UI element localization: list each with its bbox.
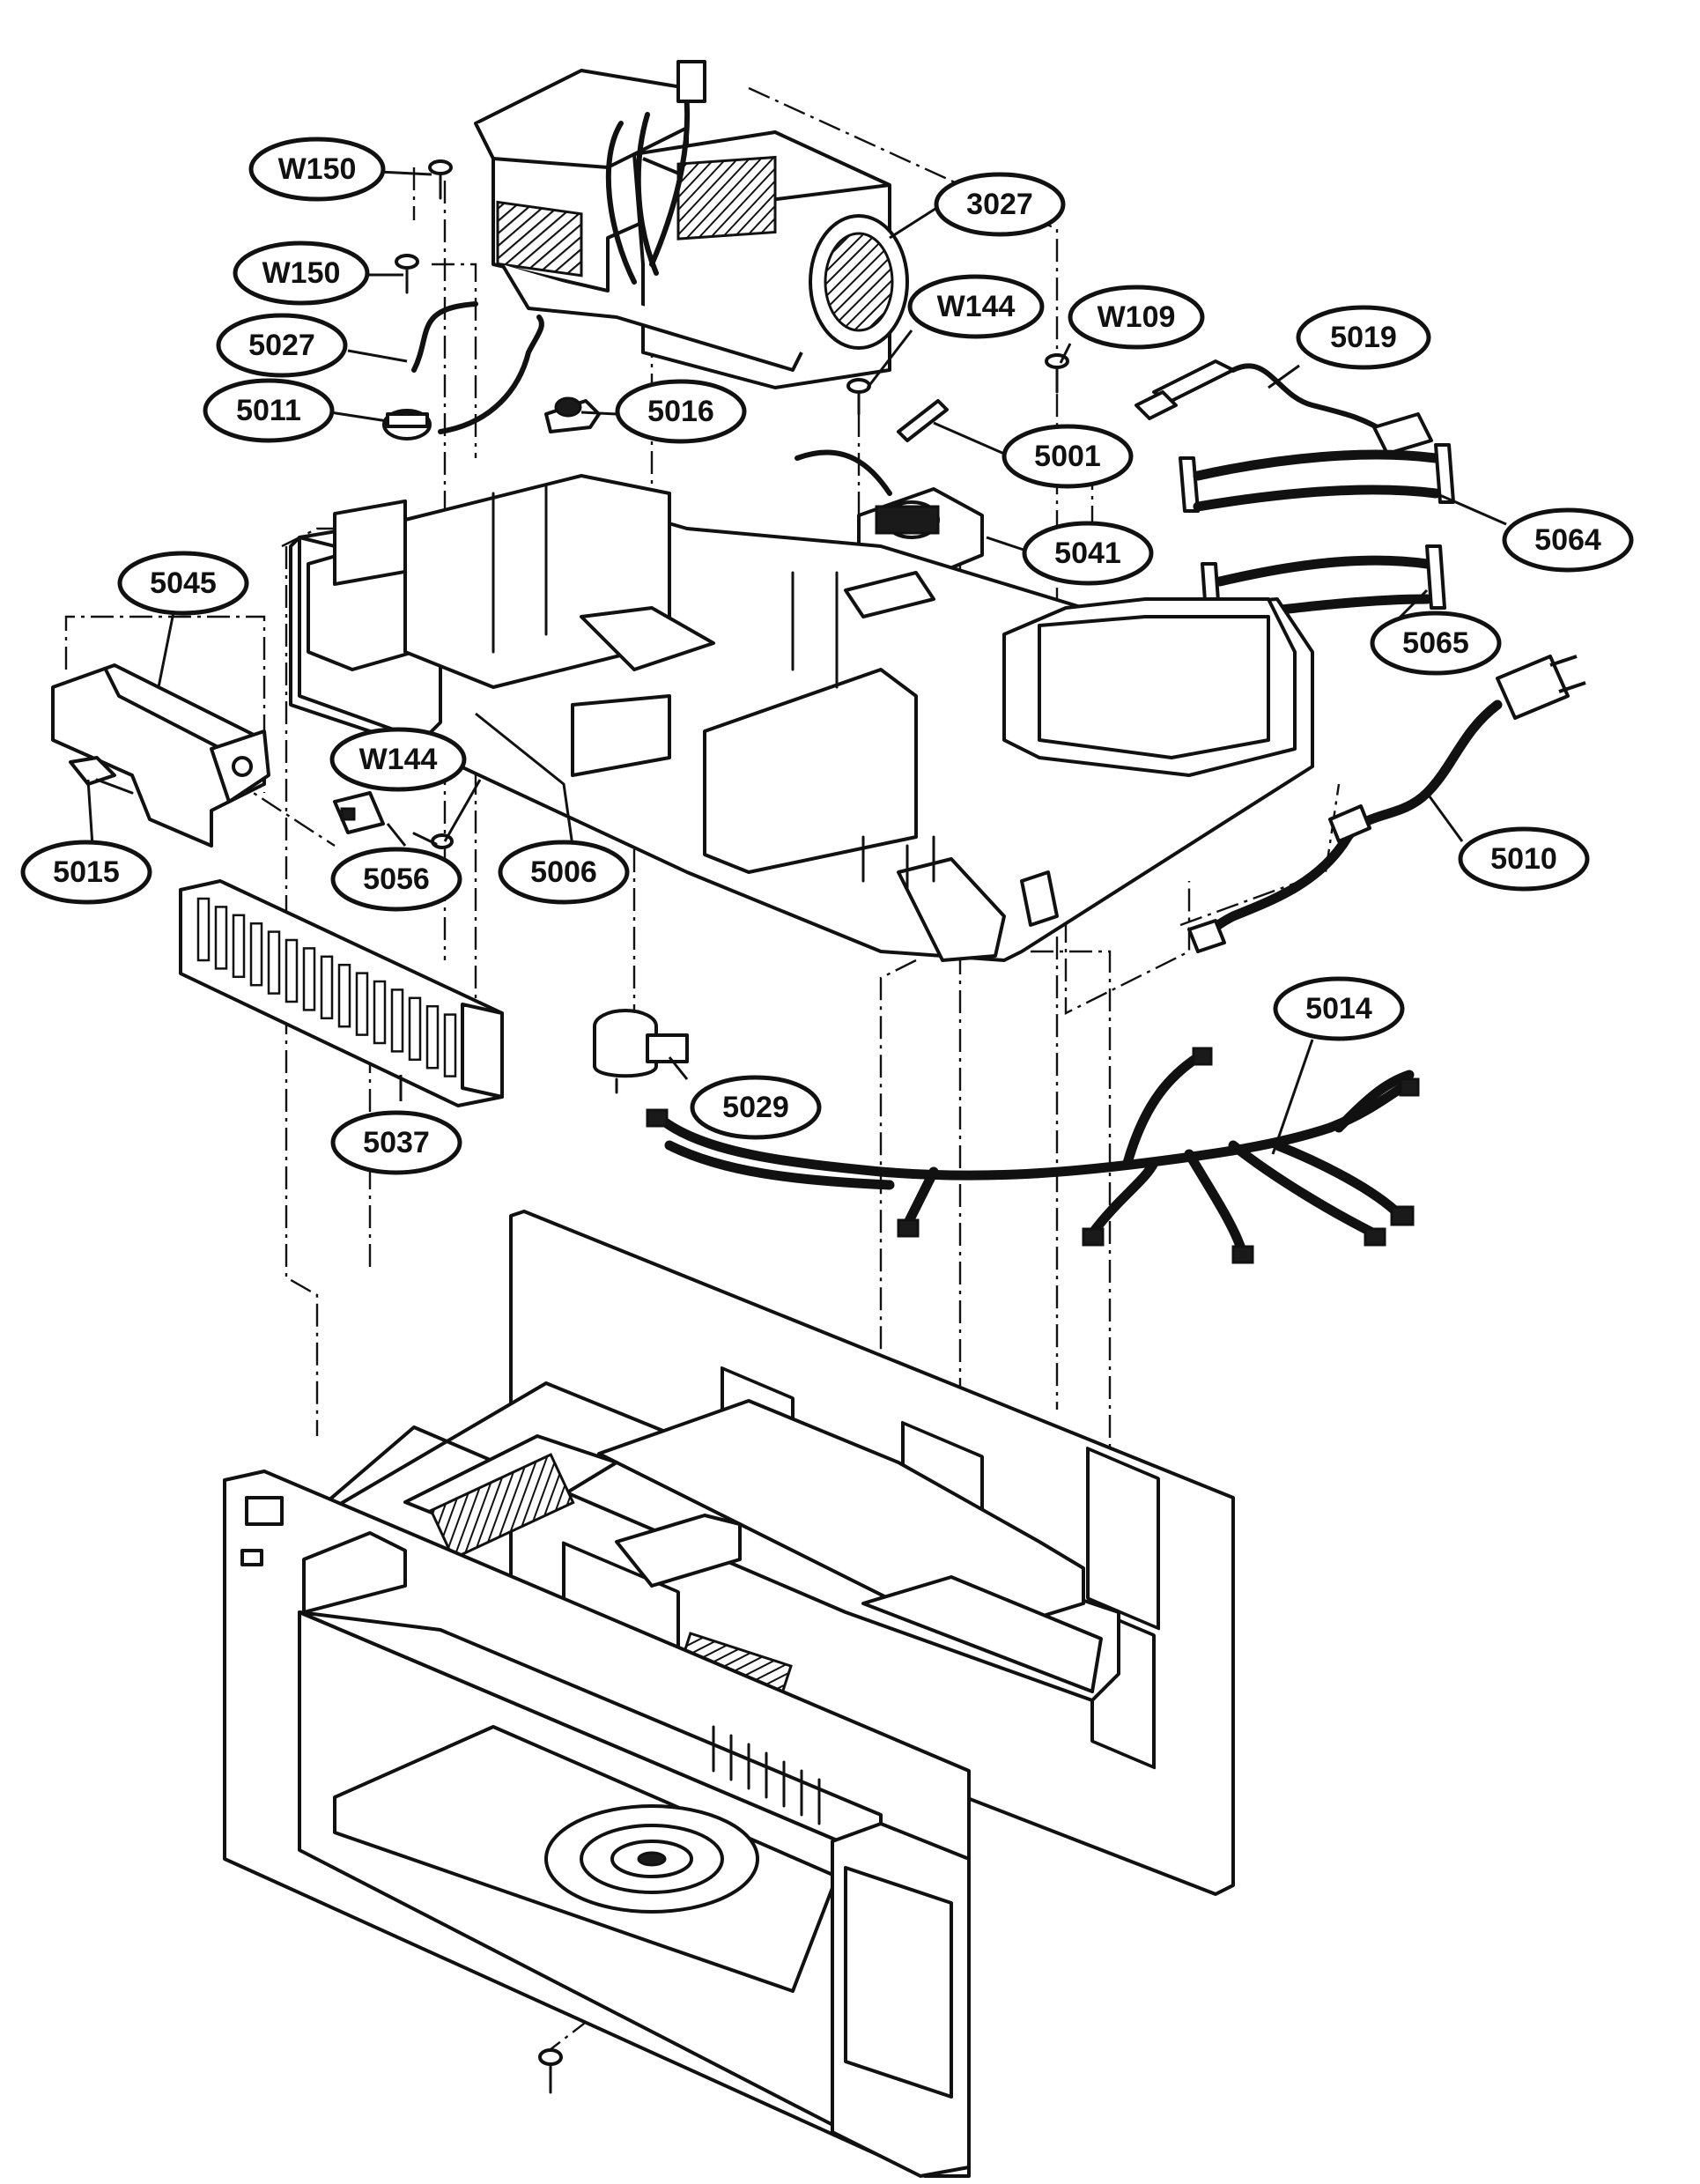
power-cord-5010 [1187,655,1586,953]
screw-w109-icon [1045,353,1069,394]
switch-5056 [333,791,385,834]
callout-label: W150 [278,152,357,186]
grille-slot [320,955,334,1020]
vent-grille-5037 [179,879,504,1107]
callout-5019: 5019 [1296,305,1431,370]
wire-5001 [897,399,949,442]
screw-w150-top-icon [428,159,453,200]
base-plate-5006 [289,474,1314,962]
callout-label: 5027 [248,329,315,362]
harness-5064 [1179,443,1455,513]
callout-label: 5037 [363,1126,430,1159]
callout-label: W109 [1098,300,1176,334]
callout-5029: 5029 [690,1075,822,1140]
callout-5010: 5010 [1458,826,1590,892]
thermal-cutout-5011 [382,301,544,441]
callout-label: 5010 [1490,842,1557,876]
callout-label: 5019 [1330,321,1397,354]
callout-5014: 5014 [1273,976,1405,1041]
harness-5019 [1135,359,1433,455]
callout-label: 5064 [1534,523,1601,557]
grille-slot [337,963,351,1028]
callout-label: 5006 [530,855,597,889]
callout-label: 5041 [1054,537,1121,570]
callout-w144-top: W144 [907,274,1045,339]
callout-label: 5014 [1305,992,1372,1025]
grille-slot [390,988,404,1053]
callout-5037: 5037 [330,1110,462,1175]
callout-5027: 5027 [216,313,348,378]
callout-label: 5001 [1034,440,1101,473]
callout-w109: W109 [1068,285,1205,350]
grille-slot [425,1004,440,1070]
callout-5041: 5041 [1022,521,1154,586]
grille-slot [443,1013,457,1077]
screw-bottom-icon [538,2048,563,2094]
callout-5001: 5001 [1002,424,1134,489]
callout-5015: 5015 [20,840,152,905]
callout-3027: 3027 [934,172,1066,237]
callout-w144-low: W144 [329,727,467,792]
grille-slot [355,972,369,1036]
callout-w150-top: W150 [248,137,386,202]
grille-slot [373,980,387,1045]
wire-harness-5014 [646,1047,1420,1264]
thermostat-5016 [544,396,601,433]
oven-cavity [223,1210,1235,2178]
screw-w150-mid-icon [395,254,419,294]
callout-5064: 5064 [1502,507,1634,573]
callout-label: 5015 [53,855,120,889]
callout-label: W144 [359,743,438,776]
grille-slot [267,930,281,995]
stirrer-motor-5029 [593,1009,689,1094]
lamp-socket-5015 [69,756,134,795]
grille-slot [214,906,228,970]
blower-motor-assembly [474,60,909,389]
screw-w144-top-icon [846,378,871,416]
callout-5011: 5011 [203,378,335,443]
callout-w150-mid: W150 [233,241,370,306]
grille-slot [285,938,299,1003]
callout-label: 5011 [236,394,301,427]
callout-label: 5045 [150,566,217,600]
callout-label: W144 [937,290,1016,323]
callout-label: 5016 [647,395,714,428]
callout-5045: 5045 [117,551,249,616]
callout-5056: 5056 [330,847,462,912]
callout-label: 5029 [722,1091,789,1124]
grille-slot [249,922,263,987]
grille-slot [196,897,211,962]
callout-label: 5065 [1402,626,1469,660]
callout-5006: 5006 [498,840,630,905]
part-callouts: W150 W150 3027 W144 W109 5019 5027 5011 [20,137,1634,1175]
lamp-housing-5045 [51,663,270,848]
callout-5016: 5016 [615,379,747,444]
grille-slot [302,947,316,1011]
callout-5065: 5065 [1370,611,1502,676]
callout-label: W150 [262,256,341,290]
callout-label: 3027 [966,188,1033,221]
grille-slot [408,996,422,1062]
callout-label: 5056 [363,862,430,896]
grille-slot [232,914,246,979]
